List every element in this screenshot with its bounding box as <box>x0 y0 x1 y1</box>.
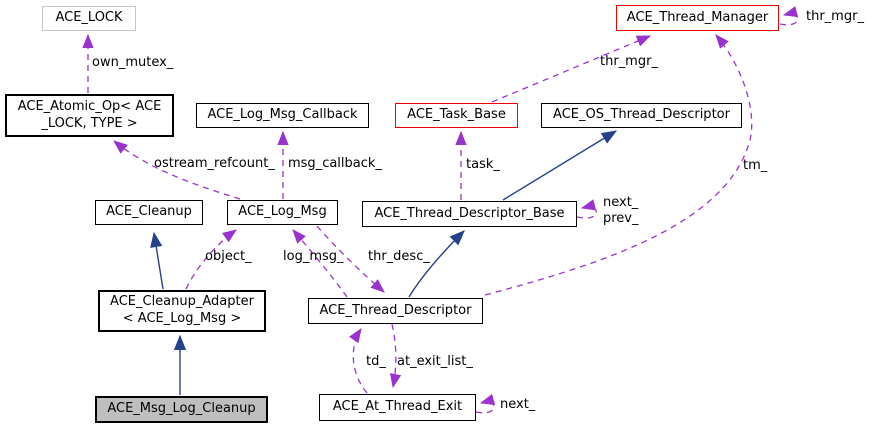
class-label: ACE_OS_Thread_Descriptor <box>553 107 730 123</box>
class-label: ACE_Task_Base <box>407 107 506 123</box>
edge-next-selfloop <box>475 393 496 414</box>
edge-object <box>185 229 237 290</box>
class-label-line2: < ACE_Log_Msg > <box>122 311 242 326</box>
edge-inherit-os-thread-descriptor <box>502 130 618 201</box>
edge-label-next: next_ <box>603 195 639 210</box>
edge-td <box>348 328 368 394</box>
edge-label-ostream-refcount: ostream_refcount_ <box>154 156 275 171</box>
class-label: ACE_Thread_Descriptor <box>319 302 472 318</box>
class-box-ace-log-msg[interactable]: ACE_Log_Msg <box>227 200 338 225</box>
edge-log-msg <box>292 229 348 298</box>
edge-tm <box>484 34 753 296</box>
class-label: ACE_Thread_Manager <box>626 9 769 25</box>
edge-label-task: task_ <box>466 157 500 172</box>
edge-label-msg-callback: msg_callback_ <box>288 156 382 171</box>
class-box-ace-atomic-op[interactable]: ACE_Atomic_Op< ACE _LOCK, TYPE > <box>5 94 174 137</box>
edge-at-exit-list <box>389 323 402 389</box>
class-label: ACE_Cleanup_Adapter <box>110 294 254 310</box>
class-label: ACE_Thread_Descriptor_Base <box>374 205 565 221</box>
edge-thr-mgr <box>491 35 652 103</box>
class-box-ace-os-thread-descriptor[interactable]: ACE_OS_Thread_Descriptor <box>541 103 742 128</box>
edge-label-log-msg: log_msg_ <box>283 249 344 264</box>
edge-label-next-bottom: next_ <box>500 397 536 412</box>
edge-inherit-thread-descriptor-base <box>408 230 465 298</box>
edge-label-thr-mgr: thr_mgr_ <box>600 54 658 69</box>
class-label: ACE_At_Thread_Exit <box>332 399 463 415</box>
class-label-line2: _LOCK, TYPE > <box>41 115 138 131</box>
edge-label-tm: tm_ <box>743 158 768 173</box>
edge-label-td: td_ <box>366 354 386 369</box>
class-label: ACE_Cleanup <box>106 204 192 220</box>
edge-label-at-exit-list: at_exit_list_ <box>397 354 473 369</box>
edge-ostream-refcount <box>113 140 241 200</box>
class-box-ace-lock[interactable]: ACE_LOCK <box>42 6 136 31</box>
class-label: ACE_Atomic_Op< ACE <box>17 98 162 114</box>
class-box-ace-task-base[interactable]: ACE_Task_Base <box>395 103 518 128</box>
class-box-ace-cleanup-adapter[interactable]: ACE_Cleanup_Adapter < ACE_Log_Msg > <box>98 290 266 332</box>
edge-inherit-cleanup <box>150 231 164 290</box>
edge-label-object: object_ <box>205 249 252 264</box>
class-box-ace-cleanup[interactable]: ACE_Cleanup <box>95 200 203 225</box>
class-box-ace-thread-manager[interactable]: ACE_Thread_Manager <box>616 5 779 31</box>
edge-label-thr-mgr-self: thr_mgr_ <box>806 9 864 24</box>
class-label: ACE_LOCK <box>55 10 123 26</box>
class-box-ace-msg-log-cleanup: ACE_Msg_Log_Cleanup <box>95 396 268 423</box>
class-box-ace-log-msg-callback[interactable]: ACE_Log_Msg_Callback <box>196 103 369 128</box>
class-label: ACE_Log_Msg <box>238 204 327 220</box>
edge-next-prev-selfloop <box>576 199 598 219</box>
edge-thr-desc <box>316 225 385 293</box>
edge-label-prev: prev_ <box>603 211 639 226</box>
class-box-ace-thread-descriptor[interactable]: ACE_Thread_Descriptor <box>308 298 483 324</box>
class-label: ACE_Log_Msg_Callback <box>207 107 358 123</box>
edge-thr-mgr-selfloop <box>779 6 799 26</box>
class-box-ace-at-thread-exit[interactable]: ACE_At_Thread_Exit <box>319 394 476 421</box>
edge-label-thr-desc: thr_desc_ <box>368 249 430 264</box>
class-box-ace-thread-descriptor-base[interactable]: ACE_Thread_Descriptor_Base <box>362 201 577 227</box>
class-label: ACE_Msg_Log_Cleanup <box>107 401 256 417</box>
edge-label-own-mutex: own_mutex_ <box>92 55 174 70</box>
